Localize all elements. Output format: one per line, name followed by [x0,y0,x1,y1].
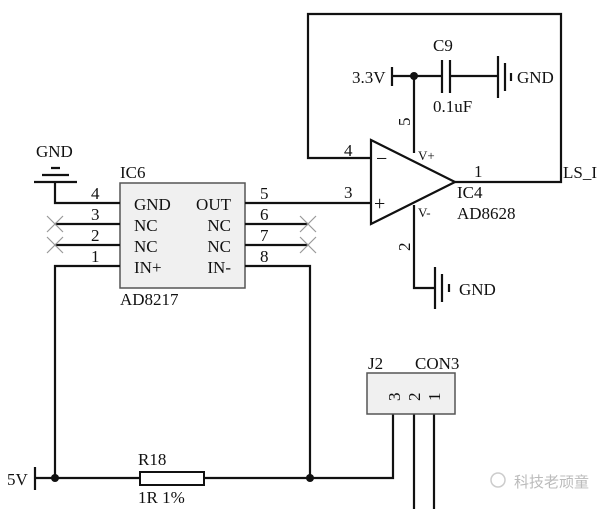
ic6-pin-num: 5 [260,184,269,203]
gnd-label: GND [459,280,496,299]
ic6-body [119,182,246,289]
junction-dot [51,474,59,482]
ic6-pin-name: NC [207,216,231,235]
gnd-label: GND [36,142,73,161]
gnd-label: GND [517,68,554,87]
ic6-pin-num: 7 [260,226,269,245]
supply-3v3-label: 3.3V [352,68,386,87]
ic6-pin-name: IN+ [134,258,162,277]
ic6-pin-name: OUT [196,195,232,214]
gnd-icon [496,56,513,98]
bottom-wiring [33,414,436,509]
r18-ref: R18 [138,450,166,469]
vneg-label: V- [418,205,431,220]
pin-2-label: 2 [395,243,414,252]
c9-ref: C9 [433,36,453,55]
feedback-wire [306,12,563,184]
inverting-sign: − [376,148,387,170]
r18-value: 1R 1% [138,488,185,507]
ic6-pin-name: NC [207,237,231,256]
junction-dot [306,474,314,482]
j2-ref: J2 [368,354,383,373]
j2-pin-num: 3 [385,393,404,402]
wechat-icon [490,472,506,488]
pin-3-label: 3 [344,183,353,202]
no-connect-marks [46,215,317,254]
ic4-part: AD8628 [457,204,516,223]
pin-1-label: 1 [474,162,483,181]
noninverting-sign: + [374,193,385,215]
ic4-ref: IC4 [457,183,483,202]
r18-resistor [139,471,205,486]
j2-pin-num: 1 [425,393,444,402]
supply-5v-label: 5V [7,470,29,489]
c9-value: 0.1uF [433,97,472,116]
ic6-wiring [53,182,371,478]
ic6-pin-num: 8 [260,247,269,266]
watermark: 科技老顽童 [514,473,589,491]
net-label-ls-i: LS_I [563,163,597,182]
ic6-pin-num: 6 [260,205,269,224]
j2-pin-num: 2 [405,393,424,402]
vpos-label: V+ [418,148,435,163]
opamp-ic4 [369,138,458,226]
ic6-pin-name: GND [134,195,171,214]
pin-5-label: 5 [395,118,414,127]
j2-part: CON3 [415,354,459,373]
pin-4-label: 4 [344,141,353,160]
ic6-pin-name: NC [134,237,158,256]
ic6-pin-num: 1 [91,247,100,266]
j2-body [366,372,456,415]
vneg-gnd-wiring [412,205,451,309]
ic6-pin-name: NC [134,216,158,235]
ic6-pin-name: IN- [207,258,231,277]
ic6-pin-num: 2 [91,226,100,245]
ic6-pin-num: 3 [91,205,100,224]
ic6-pin-num: 4 [91,184,100,203]
gnd-icon [34,166,77,184]
ic6-part: AD8217 [120,290,179,309]
ic6-ref: IC6 [120,163,146,182]
junction-dot [410,72,418,80]
